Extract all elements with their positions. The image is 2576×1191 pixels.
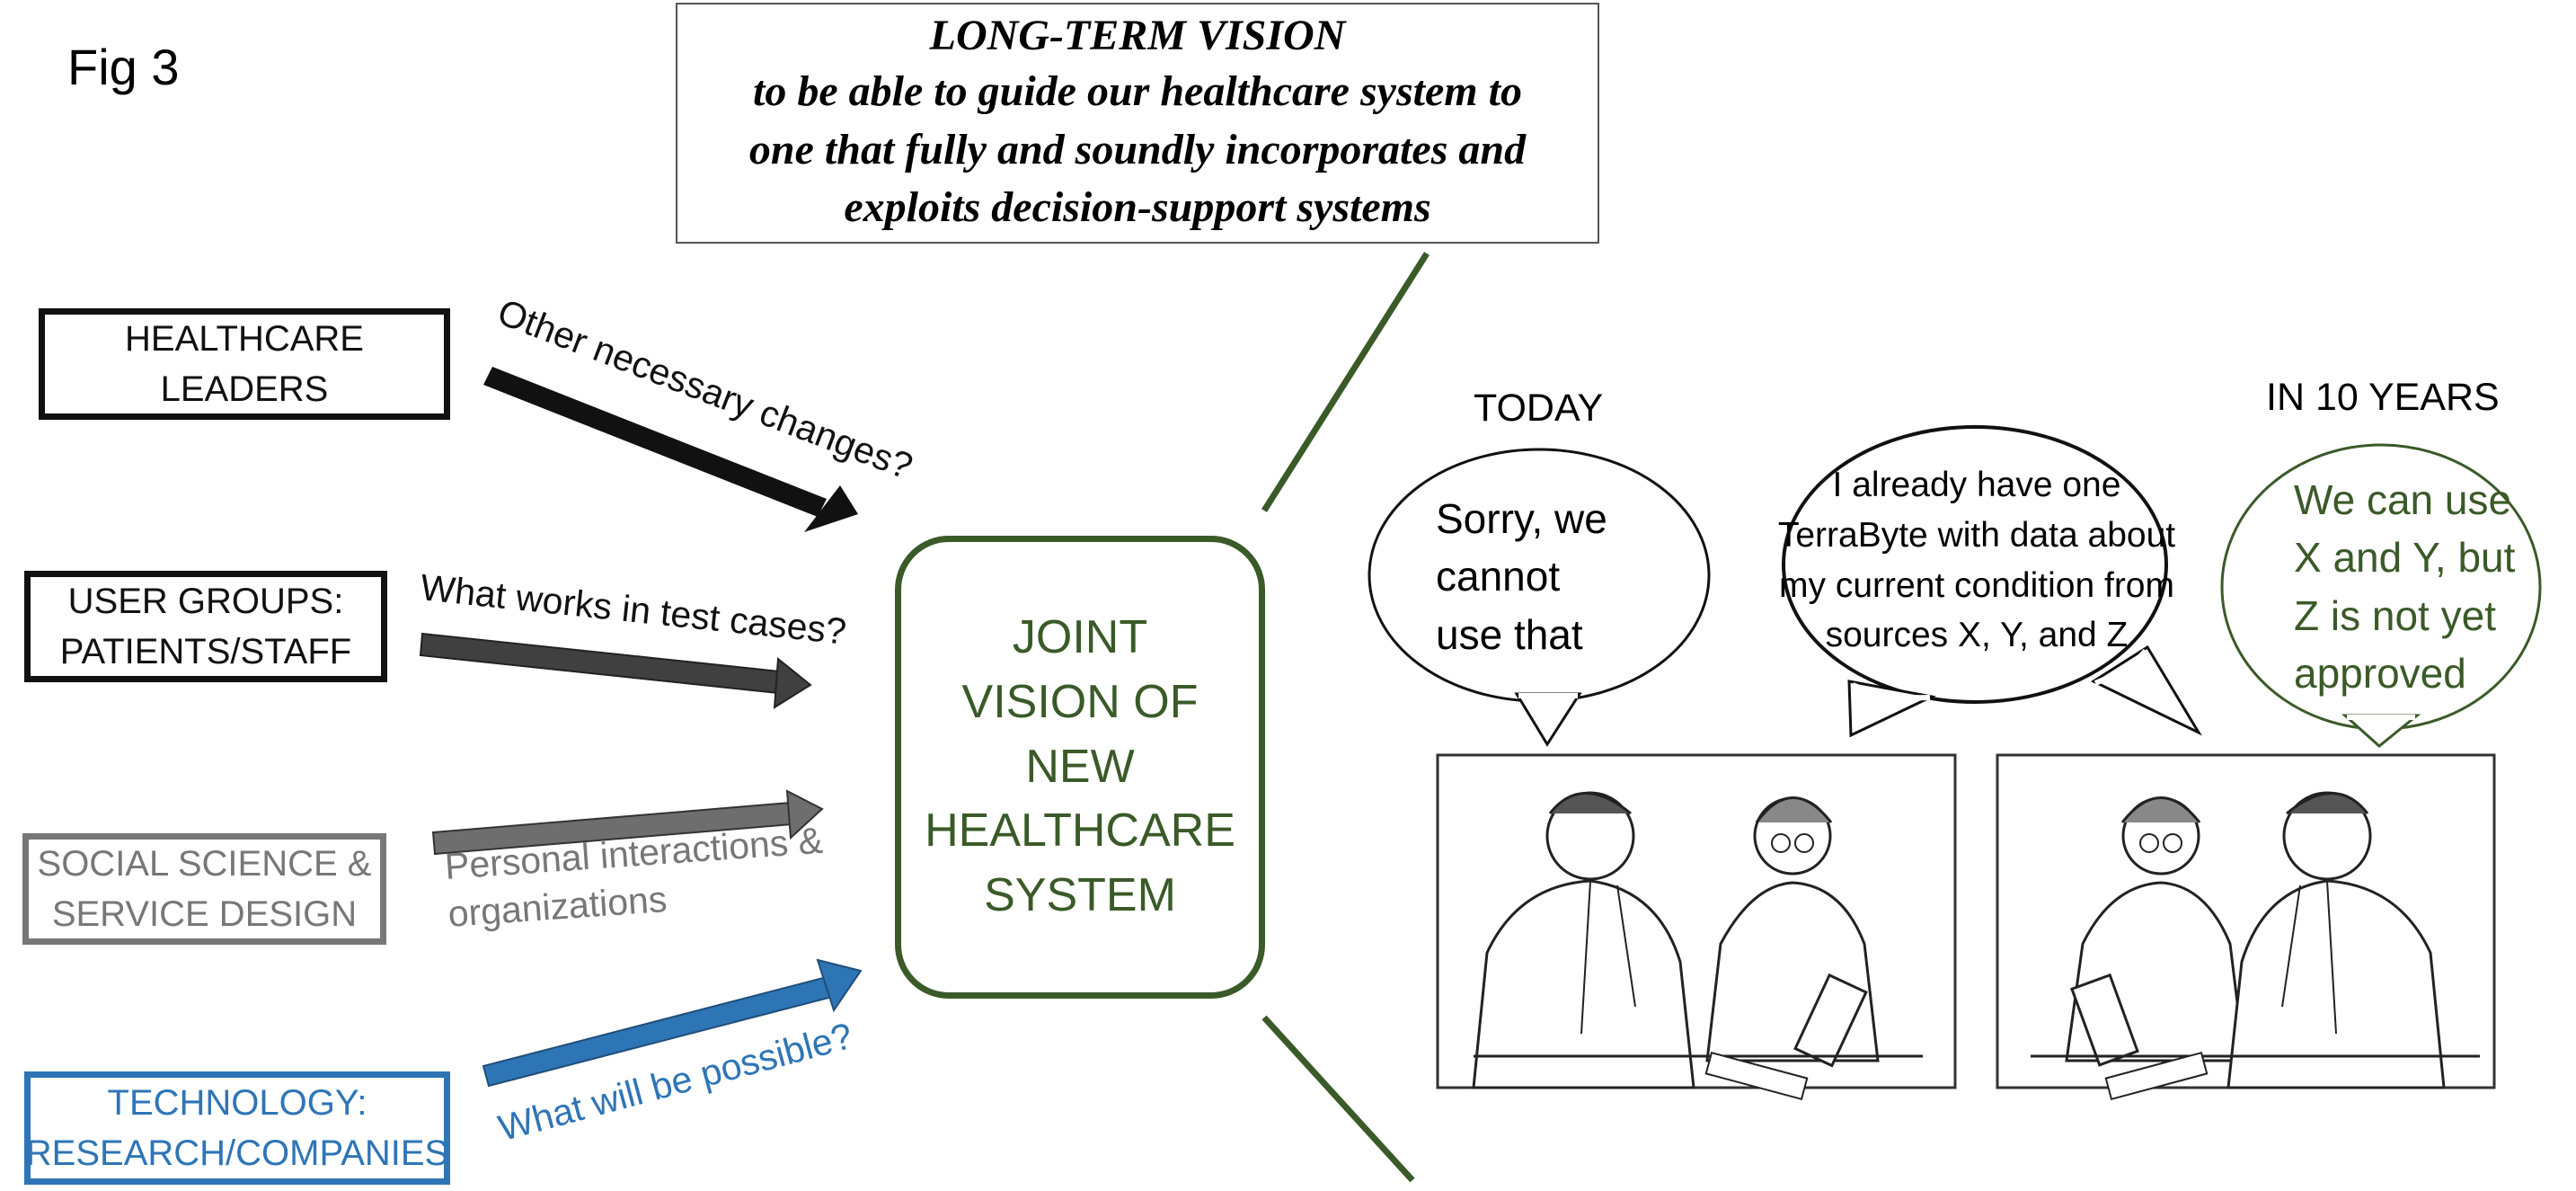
bubble-today-doctor: [1368, 448, 1711, 747]
vision-line-upper: [1261, 252, 1430, 512]
long-term-vision-title: LONG-TERM VISION: [929, 11, 1346, 59]
stakeholder-technology: TECHNOLOGY: RESEARCH/COMPANIES: [24, 1071, 450, 1185]
illustration-future: [1996, 753, 2496, 1101]
stakeholder-social-science: SOCIAL SCIENCE & SERVICE DESIGN: [22, 833, 386, 945]
bubble-future-doctor-text: We can use X and Y, but Z is not yet app…: [2294, 476, 2516, 698]
stakeholder-healthcare-leaders: HEALTHCARE LEADERS: [39, 308, 450, 420]
scene-label-today: TODAY: [1474, 387, 1604, 430]
bubble-today-doctor-text: Sorry, we cannot use that: [1436, 495, 1607, 658]
bubble-today-patient-text: I already have one TerraByte with data a…: [1777, 466, 2176, 655]
arrow-technology: [482, 958, 863, 1088]
stakeholder-user-groups: USER GROUPS: PATIENTS/STAFF: [24, 571, 387, 682]
scene-label-future: IN 10 YEARS: [2266, 376, 2500, 419]
arrow-healthcare-leaders: [483, 367, 858, 532]
long-term-vision-text: to be able to guide our healthcare syste…: [748, 67, 1527, 232]
bubble-today-patient: [1782, 425, 2202, 738]
bubble-future-doctor: [2220, 443, 2542, 748]
illustration-today: [1436, 753, 1957, 1101]
long-term-vision-box: LONG-TERM VISION to be able to guide our…: [676, 3, 1599, 244]
vision-line-lower: [1261, 1015, 1415, 1183]
arrow-user-groups: [419, 632, 812, 709]
arrow-social-science: [431, 789, 824, 856]
joint-vision-box: JOINT VISION OF NEW HEALTHCARE SYSTEM: [895, 536, 1265, 999]
figure-label: Fig 3: [67, 39, 180, 95]
